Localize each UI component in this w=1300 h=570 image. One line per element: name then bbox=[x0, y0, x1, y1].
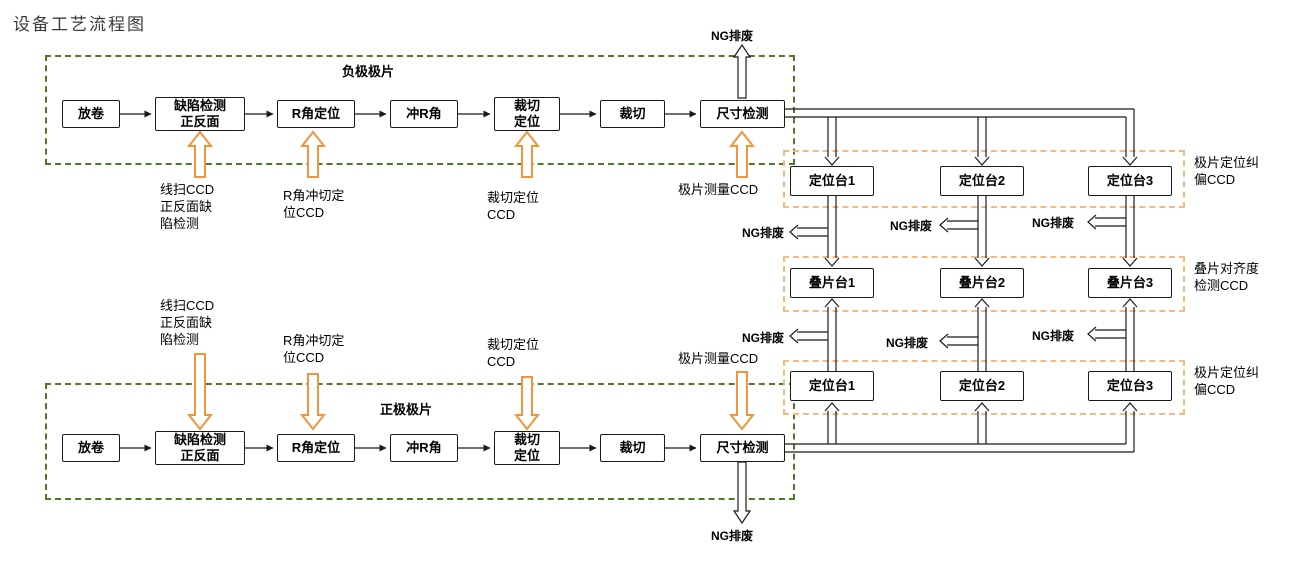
positioning-station-3-top: 定位台3 bbox=[1088, 166, 1172, 196]
ng-label-upper-gap-1: NG排废 bbox=[742, 226, 785, 240]
ccd-label-r-corner-positive: R角冲切定 位CCD bbox=[283, 333, 345, 365]
ccd-label-line-scan-positive: 线扫CCD 正反面缺 陷检测 bbox=[160, 298, 215, 347]
flow-box-r-corner-punch-positive: 冲R角 bbox=[390, 434, 458, 462]
flow-box-r-corner-positioning-positive: R角定位 bbox=[277, 434, 355, 462]
ng-label-lower-gap-2: NG排废 bbox=[886, 336, 929, 350]
positive-section-boundary bbox=[45, 383, 795, 500]
positioning-ccd-region-top bbox=[783, 150, 1185, 208]
flow-box-cutting-positive: 裁切 bbox=[600, 434, 665, 462]
flow-box-cut-positioning-positive: 裁切 定位 bbox=[494, 431, 560, 465]
flow-box-r-corner-positioning-negative: R角定位 bbox=[277, 100, 355, 128]
ng-vertical-arrows bbox=[732, 43, 752, 525]
transfer-lines-top bbox=[785, 108, 1138, 166]
ccd-arrows-positive bbox=[186, 353, 756, 431]
flow-box-unwind-positive: 放卷 bbox=[62, 434, 120, 462]
ng-label-upper-gap-3: NG排废 bbox=[1032, 216, 1075, 230]
positioning-station-1-bottom: 定位台1 bbox=[790, 371, 874, 401]
label-stacking-alignment-ccd: 叠片对齐度 检测CCD bbox=[1194, 261, 1260, 293]
flow-box-unwind-negative: 放卷 bbox=[62, 100, 120, 128]
flow-arrows bbox=[120, 110, 697, 452]
ccd-label-measure-positive: 极片测量CCD bbox=[678, 351, 759, 366]
label-positioning-ccd-bottom: 极片定位纠 偏CCD bbox=[1194, 365, 1260, 397]
stacking-station-1: 叠片台1 bbox=[790, 268, 874, 298]
flow-box-cutting-negative: 裁切 bbox=[600, 100, 665, 128]
positioning-ccd-region-bottom bbox=[783, 360, 1185, 415]
flow-box-size-inspection-positive: 尺寸检测 bbox=[700, 434, 785, 462]
ccd-label-measure-negative: 极片测量CCD bbox=[678, 182, 759, 197]
positioning-station-3-bottom: 定位台3 bbox=[1088, 371, 1172, 401]
flow-box-cut-positioning-negative: 裁切 定位 bbox=[494, 97, 560, 131]
ng-label-lower-gap-1: NG排废 bbox=[742, 331, 785, 345]
flow-box-defect-inspection-positive: 缺陷检测 正反面 bbox=[155, 431, 245, 465]
stacking-ccd-region bbox=[783, 256, 1185, 312]
transfer-lines-bottom bbox=[785, 402, 1138, 453]
positioning-to-stacking-arrows bbox=[824, 196, 1138, 267]
negative-section-label: 负极极片 bbox=[342, 64, 395, 79]
ccd-label-cut-positioning-positive: 裁切定位 CCD bbox=[487, 337, 540, 369]
label-positioning-ccd-top: 极片定位纠 偏CCD bbox=[1194, 155, 1260, 187]
ccd-label-line-scan-negative: 线扫CCD 正反面缺 陷检测 bbox=[160, 182, 215, 231]
page-title: 设备工艺流程图 bbox=[13, 15, 146, 34]
positioning-station-1-top: 定位台1 bbox=[790, 166, 874, 196]
flow-box-size-inspection-negative: 尺寸检测 bbox=[700, 100, 785, 128]
flow-box-r-corner-punch-negative: 冲R角 bbox=[390, 100, 458, 128]
ccd-arrows-negative bbox=[186, 130, 756, 178]
ng-label-upper-gap-2: NG排废 bbox=[890, 219, 933, 233]
negative-section-boundary bbox=[45, 55, 795, 165]
ng-label-bottom: NG排废 bbox=[711, 529, 754, 543]
ng-label-lower-gap-3: NG排废 bbox=[1032, 329, 1075, 343]
positioning-station-2-bottom: 定位台2 bbox=[940, 371, 1024, 401]
ccd-label-cut-positioning-negative: 裁切定位 CCD bbox=[487, 190, 540, 222]
ng-reject-arrows-lower bbox=[789, 326, 1126, 349]
positive-section-label: 正极极片 bbox=[380, 402, 433, 417]
flow-box-defect-inspection-negative: 缺陷检测 正反面 bbox=[155, 97, 245, 131]
ccd-label-r-corner-negative: R角冲切定 位CCD bbox=[283, 188, 345, 220]
positioning-station-2-top: 定位台2 bbox=[940, 166, 1024, 196]
positioning-to-stacking-arrows-bottom bbox=[824, 298, 1138, 371]
ng-label-top: NG排废 bbox=[711, 29, 754, 43]
stacking-station-2: 叠片台2 bbox=[940, 268, 1024, 298]
stacking-station-3: 叠片台3 bbox=[1088, 268, 1172, 298]
ng-reject-arrows-upper bbox=[789, 214, 1126, 240]
